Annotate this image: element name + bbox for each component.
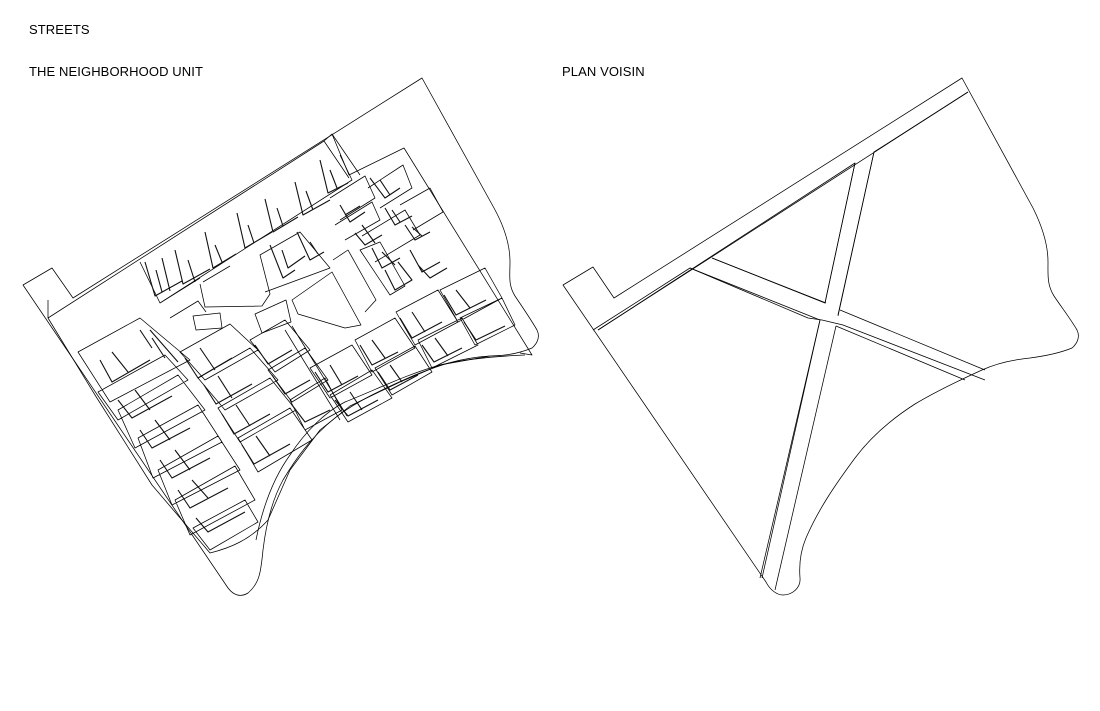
peripheral-street (47, 133, 533, 554)
neighborhood-unit-site-outline (22, 77, 539, 596)
diagonal-avenue (284, 325, 348, 421)
central-square (192, 312, 223, 331)
plan-voisin-label: PLAN VOISIN (562, 64, 645, 79)
neighborhood-unit-label: THE NEIGHBORHOOD UNIT (29, 64, 203, 79)
plan-voisin-site-outline (562, 77, 1079, 596)
neighborhood-unit-plan (22, 77, 539, 596)
page-title: STREETS (29, 22, 90, 37)
plan-voisin-plan (562, 77, 1079, 596)
